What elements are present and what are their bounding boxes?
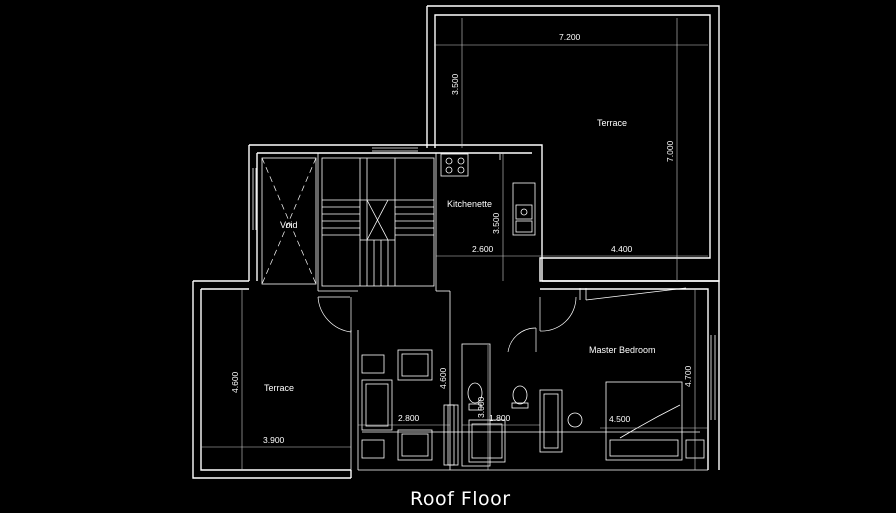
dim-bath-width: 1.800 <box>489 413 511 423</box>
staircase <box>321 157 435 287</box>
dim-bedroom-height: 4.700 <box>683 365 693 387</box>
dim-terrace-top-height: 7.000 <box>665 140 675 162</box>
dim-kitchen-width: 2.600 <box>472 244 494 254</box>
kitchenette-label: Kitchenette <box>447 199 492 209</box>
dim-bath-height: 3.000 <box>476 396 486 418</box>
living-furniture <box>361 349 433 461</box>
void-opening <box>252 157 317 285</box>
door-swings <box>317 296 577 353</box>
kitchenette-fixtures <box>440 153 536 236</box>
dimension-lines <box>201 18 708 470</box>
lower-walls <box>192 280 720 479</box>
dim-terrace-top-width: 7.200 <box>559 32 581 42</box>
dim-bedroom-width: 4.500 <box>609 414 631 424</box>
dim-left-terrace-width: 3.900 <box>263 435 285 445</box>
core-walls <box>248 144 543 291</box>
dim-living-width: 2.800 <box>398 413 420 423</box>
void-label: Void <box>280 220 298 230</box>
upper-terrace-walls <box>426 5 720 282</box>
drawing-title: Roof Floor <box>410 488 511 510</box>
terrace-left-label: Terrace <box>264 383 294 393</box>
dim-right-width: 4.400 <box>611 244 633 254</box>
dim-left-terrace-height: 4.600 <box>230 371 240 393</box>
dim-living-height: 4.600 <box>438 367 448 389</box>
terrace-top-label: Terrace <box>597 118 627 128</box>
bedroom-furniture <box>362 381 705 461</box>
dim-terrace-top-depth: 3.500 <box>450 73 460 95</box>
bath-fixtures <box>443 343 529 467</box>
master-bedroom-label: Master Bedroom <box>589 345 656 355</box>
dim-kitchen-depth: 3.500 <box>491 212 501 234</box>
